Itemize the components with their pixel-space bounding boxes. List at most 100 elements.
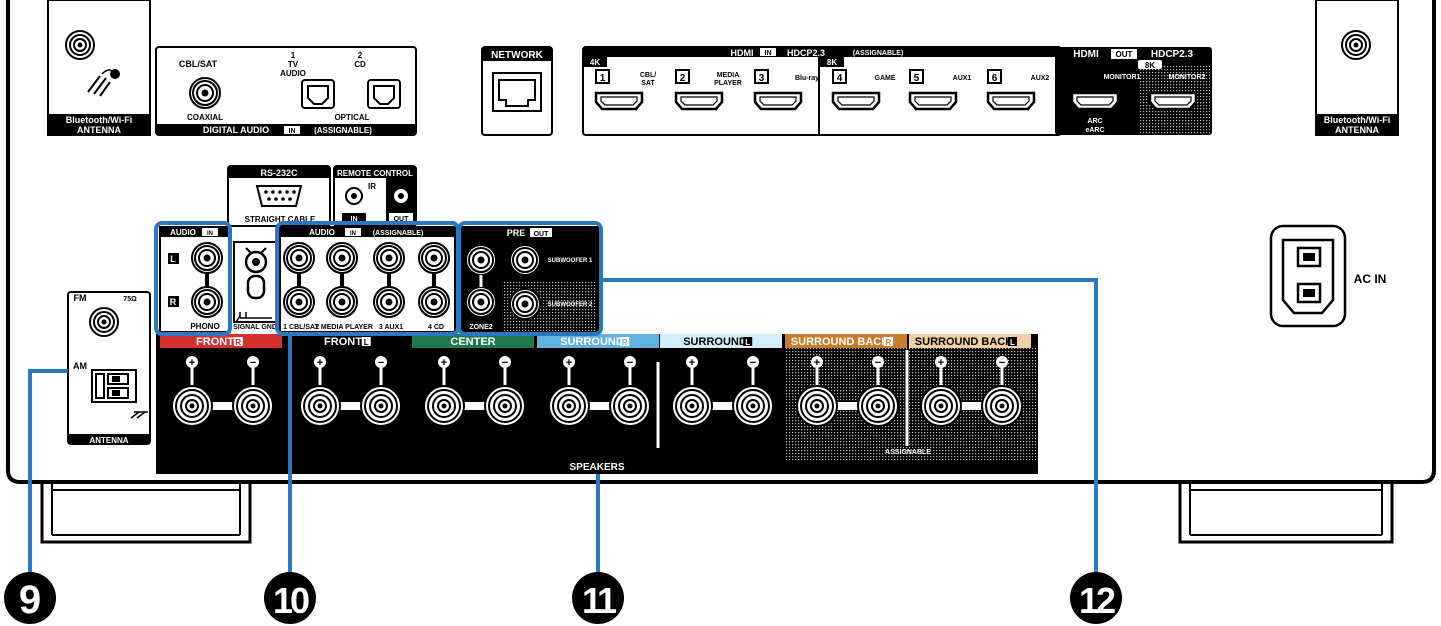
speaker-side-badge: R [235, 338, 241, 347]
speaker-terminal-plus-icon [171, 385, 213, 427]
speaker-terminal-minus-icon [981, 385, 1023, 427]
hdmi-out-title-out: OUT [1116, 50, 1133, 59]
hdmi-out-8k-badge: 8K [1145, 61, 1155, 70]
speaker-terminal-plus-icon [920, 385, 962, 427]
am-terminal-icon [91, 369, 137, 403]
plus-icon: + [317, 357, 323, 369]
fm-connector-icon [89, 307, 119, 337]
optical1-number: 1 [291, 51, 296, 60]
callout-number: 9 [19, 578, 41, 622]
speaker-group-name: SURROUND [683, 336, 747, 348]
speaker-side-badge: R [886, 338, 892, 347]
hdmi-8k-badge: 8K [827, 58, 837, 67]
audio-in-title-a: AUDIO [309, 228, 335, 237]
hdmi-in-port-number: 4 [837, 73, 843, 84]
assignable-label: ASSIGNABLE [885, 449, 931, 456]
ac-in-label: AC IN [1354, 272, 1387, 286]
optical1-label-1: TV [288, 60, 299, 69]
hdmi-in-port-label: GAME [875, 75, 896, 82]
antenna-connector-icon [1341, 30, 1371, 60]
hdmi-port-icon [908, 91, 958, 111]
hdmi-4k-badge: 4K [590, 58, 600, 67]
plus-icon: + [189, 357, 195, 369]
subwoofer1-label: SUBWOOFER 1 [548, 258, 593, 264]
zone2-left-jack-icon [465, 244, 497, 276]
speaker-terminal-minus-icon [857, 385, 899, 427]
phono-left-jack-icon [191, 242, 223, 274]
ac-inlet: AC IN [1269, 224, 1387, 328]
speaker-group-name: FRONT [324, 336, 362, 348]
hdmi-in-port-label: Blu-ray [795, 75, 819, 82]
hdmi-port-icon [594, 91, 644, 111]
digital-audio-footer-b: (ASSIGNABLE) [314, 126, 372, 135]
callout-12-leader [601, 278, 1098, 575]
pre-out-panel: PRE OUT ZONE2 SUBWOOFER 1 SUBWOOFER 2 [461, 226, 599, 333]
speaker-group-name: CENTER [450, 336, 495, 348]
antenna-left-label-1: Bluetooth/Wi-Fi [66, 115, 132, 125]
hdmi-out-title-a: HDMI [1073, 49, 1099, 60]
audio-in-label: 3 AUX1 [379, 324, 403, 331]
phono-title-a: AUDIO [170, 228, 196, 237]
optical2-label-1: CD [354, 60, 366, 69]
hdmi-out-title-b: HDCP2.3 [1151, 49, 1194, 60]
zone2-label: ZONE2 [469, 324, 492, 331]
hdmi-in-title-in: IN [765, 50, 772, 57]
plus-icon: + [814, 357, 820, 369]
bluetooth-antenna-right: Bluetooth/Wi-Fi ANTENNA [1315, 0, 1399, 136]
hdmi-out-panel: HDMI OUT HDCP2.3 8K MONITOR1 MONITOR2 AR… [1055, 47, 1212, 135]
remote-control-panel: REMOTE CONTROL IR IN OUT [333, 165, 417, 227]
zone2-right-jack-icon [465, 286, 497, 318]
callout-marker-12: 12 [1070, 572, 1122, 624]
audio-in-left-jack-icon [373, 242, 405, 274]
remote-in-label: IN [351, 216, 358, 223]
speaker-terminal-minus-icon [360, 385, 402, 427]
audio-in-label: 2 MEDIA PLAYER [315, 324, 373, 331]
speaker-side-badge: R [622, 338, 628, 347]
audio-in-left-jack-icon [326, 242, 358, 274]
left-foot [40, 482, 252, 544]
audio-in-label: 1 CBL/SAT [283, 324, 319, 331]
optical-jack-1-icon [301, 79, 335, 109]
right-foot [1178, 482, 1394, 544]
speaker-terminal-plus-icon [548, 385, 590, 427]
callout-marker-10: 10 [264, 572, 316, 624]
rs232c-sub: STRAIGHT CABLE [245, 215, 316, 224]
am-label: AM [73, 361, 87, 371]
audio-in-right-jack-icon [418, 286, 450, 318]
hdmi-in-port-number: 2 [680, 73, 686, 84]
phono-bottom-label: PHONO [190, 322, 219, 331]
minus-icon: − [378, 357, 384, 369]
hdmi-in-port-number: 6 [992, 73, 998, 84]
antenna-symbol-icon [87, 69, 120, 97]
hdmi-in-port-label: MEDIA [717, 72, 740, 79]
antenna-right-label-1: Bluetooth/Wi-Fi [1324, 115, 1390, 125]
plus-icon: + [938, 357, 944, 369]
speaker-group-name: FRONT [196, 336, 234, 348]
antenna-connector-icon [65, 30, 95, 60]
callout-10-box-phono [154, 221, 232, 336]
signal-gnd-label: SIGNAL GND [233, 324, 277, 331]
arc-label: ARC [1087, 118, 1102, 125]
hdmi-port-icon [674, 91, 724, 111]
speaker-terminal-plus-icon [299, 385, 341, 427]
speaker-terminal-minus-icon [732, 385, 774, 427]
coaxial-jack-icon [189, 77, 221, 109]
speaker-group-name: SURROUND BACK [791, 336, 889, 348]
coaxial-bottom-label: COAXIAL [187, 113, 223, 122]
optical-bottom-label: OPTICAL [334, 113, 369, 122]
earc-label: eARC [1085, 127, 1104, 134]
plus-icon: + [441, 357, 447, 369]
fm-label: FM [74, 293, 87, 303]
audio-in-left-jack-icon [418, 242, 450, 274]
monitor1-label: MONITOR1 [1104, 74, 1141, 81]
hdmi-port-icon [831, 91, 881, 111]
callout-overlays [28, 221, 1098, 575]
fm-am-antenna-panel: FM 75Ω AM ANTENNA [67, 291, 151, 445]
